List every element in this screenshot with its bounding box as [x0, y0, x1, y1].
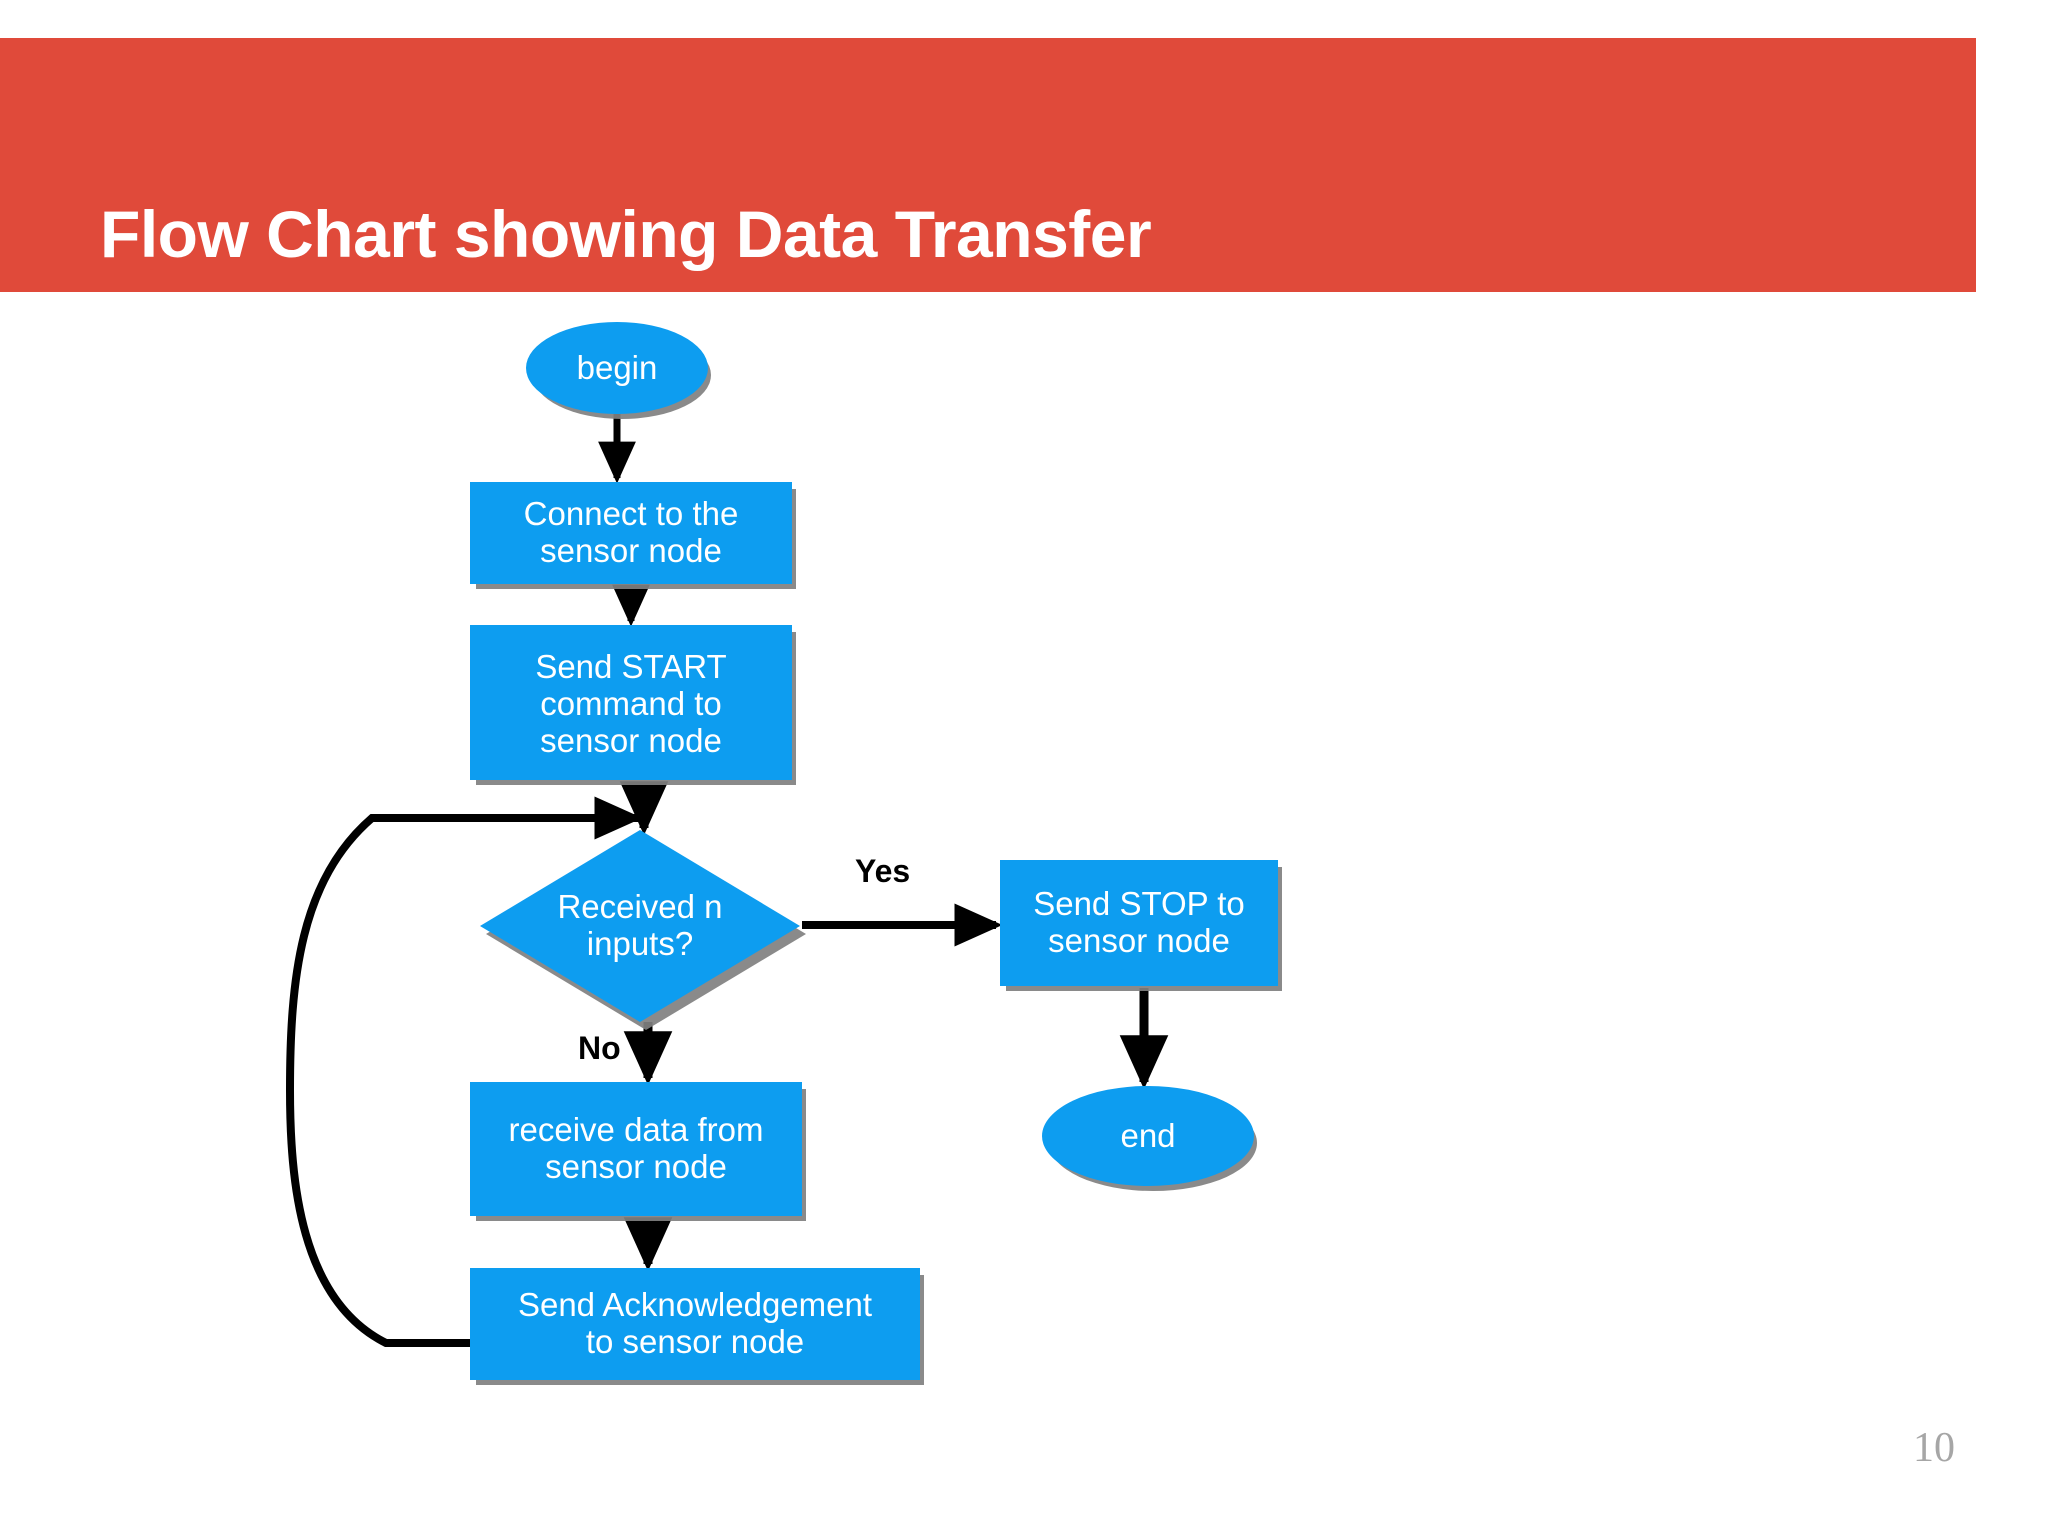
node-receive-label: receive data from sensor node	[508, 1111, 764, 1185]
node-connect-label: Connect to the sensor node	[523, 495, 739, 569]
node-begin-label: begin	[576, 348, 658, 386]
node-stop-label: Send STOP to sensor node	[1033, 885, 1245, 959]
node-end-label: end	[1120, 1116, 1176, 1154]
page-number: 10	[1913, 1425, 1955, 1471]
node-begin[interactable]: begin	[526, 322, 708, 414]
title-banner: Flow Chart showing Data Transfer	[0, 38, 1976, 292]
node-send-stop-to-sensor-node[interactable]: Send STOP to sensor node	[1000, 860, 1278, 986]
node-end[interactable]: end	[1042, 1086, 1254, 1186]
node-receive-data-from-sensor-node[interactable]: receive data from sensor node	[470, 1082, 802, 1216]
node-send-acknowledgement[interactable]: Send Acknowledgement to sensor node	[470, 1268, 920, 1380]
branch-label-yes: Yes	[855, 853, 911, 889]
node-decision-label: Received n inputs?	[557, 888, 723, 962]
node-received-n-inputs-decision[interactable]: Received n inputs?	[480, 830, 806, 1030]
branch-label-no: No	[578, 1030, 621, 1066]
node-connect-to-sensor-node[interactable]: Connect to the sensor node	[470, 482, 792, 584]
page-title: Flow Chart showing Data Transfer	[100, 197, 1152, 271]
node-start-label: Send START command to sensor node	[535, 648, 727, 759]
node-send-start-command[interactable]: Send START command to sensor node	[470, 625, 792, 780]
node-ack-label: Send Acknowledgement to sensor node	[517, 1286, 873, 1360]
